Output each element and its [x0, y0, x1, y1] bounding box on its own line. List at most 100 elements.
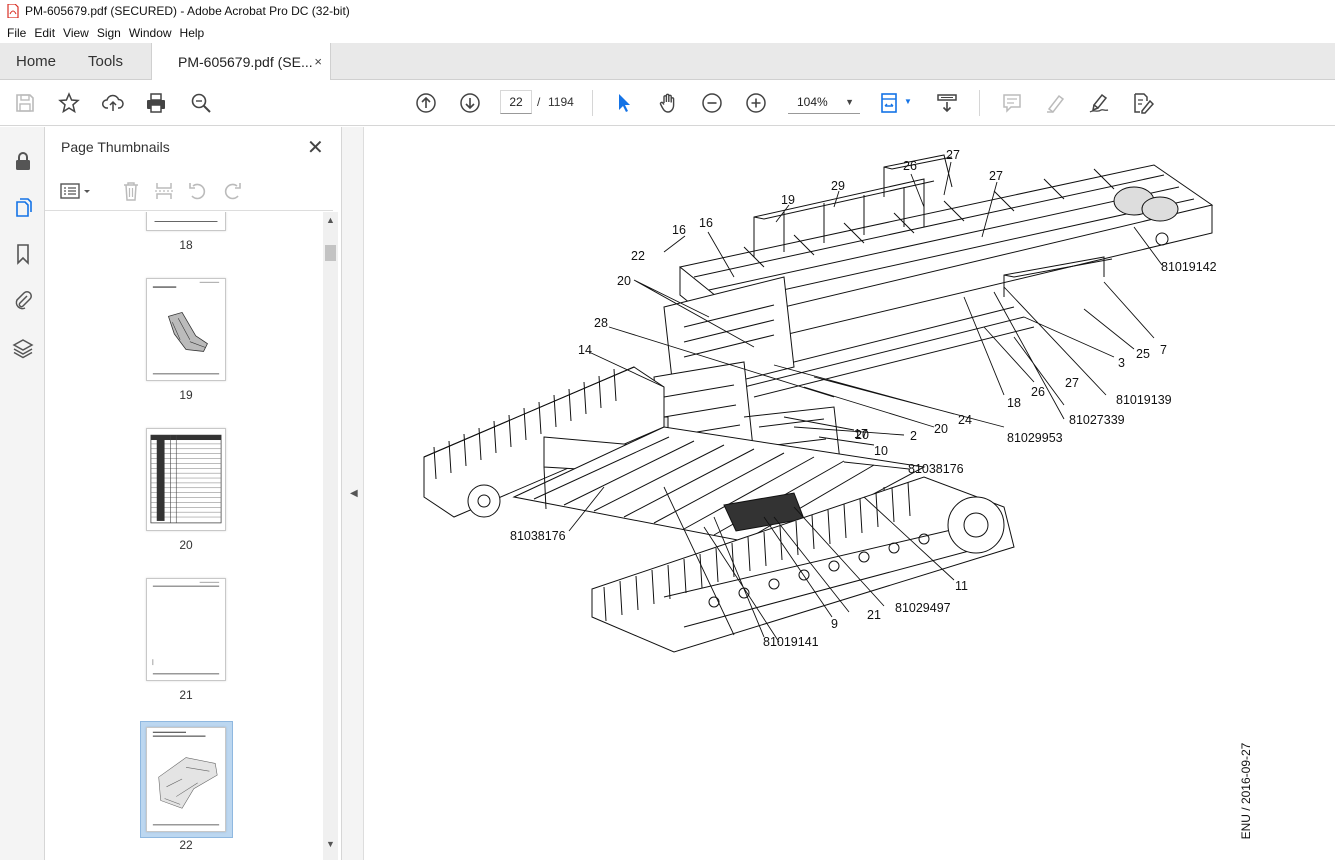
- zoom-search-icon[interactable]: [188, 90, 214, 116]
- hand-icon[interactable]: [655, 90, 681, 116]
- callout-label: 16: [672, 223, 686, 237]
- menu-sign[interactable]: Sign: [96, 25, 121, 40]
- machine-diagram: 26 27 27 29 19 16 16 22 81019142 20 20 2…: [423, 148, 1217, 653]
- callout-label: 81038176: [510, 529, 566, 543]
- main-toolbar: 22 / 1194 104% ▼ ▼: [0, 80, 1335, 126]
- delete-icon[interactable]: [119, 179, 143, 203]
- thumbnail-label: 20: [179, 538, 193, 552]
- scroll-mode-icon[interactable]: [934, 90, 960, 116]
- callout-label: 27: [1065, 376, 1079, 390]
- scrollbar-thumb[interactable]: [325, 245, 336, 261]
- menu-bar: File Edit View Sign Window Help: [0, 22, 1335, 43]
- highlight-icon[interactable]: [1042, 90, 1068, 116]
- callout-label: 26: [1031, 385, 1045, 399]
- boom-structure: [663, 154, 1214, 398]
- callout-label: 18: [1007, 396, 1021, 410]
- callout-label: 27: [946, 148, 960, 162]
- page-down-icon[interactable]: [457, 90, 483, 116]
- edit-pdf-icon[interactable]: [1130, 90, 1156, 116]
- thumbnail-label: 19: [179, 388, 193, 402]
- thumbnail-label: 18: [179, 238, 193, 252]
- menu-view[interactable]: View: [63, 25, 89, 40]
- callout-leaders: [568, 161, 1163, 643]
- collapse-panel-icon[interactable]: ◀: [350, 488, 358, 499]
- thumbnail-label: 22: [179, 838, 193, 852]
- callout-label: 24: [958, 413, 972, 427]
- thumbnail-toolbar: [45, 171, 333, 211]
- total-pages: 1194: [548, 95, 574, 109]
- page-up-icon[interactable]: [413, 90, 439, 116]
- callout-labels: 26 27 27 29 19 16 16 22 81019142 20 20 2…: [510, 148, 1217, 649]
- thumbnails-panel: Page Thumbnails ✕ 18 19: [45, 127, 342, 860]
- zoom-out-icon[interactable]: [699, 90, 725, 116]
- document-view[interactable]: 26 27 27 29 19 16 16 22 81019142 20 20 2…: [364, 127, 1335, 860]
- thumbnail-page-21[interactable]: [146, 578, 226, 681]
- sign-icon[interactable]: [1086, 90, 1112, 116]
- callout-label: 19: [781, 193, 795, 207]
- toolbar-divider: [592, 90, 593, 116]
- callout-label: 81019139: [1116, 393, 1172, 407]
- thumbnail-list: 18 19 20 21 22: [45, 212, 323, 860]
- callout-label: 20: [855, 428, 869, 442]
- page-thumbnails-icon[interactable]: [11, 195, 35, 219]
- print-icon[interactable]: [143, 90, 169, 116]
- callout-label: 26: [903, 159, 917, 173]
- comment-icon[interactable]: [999, 90, 1025, 116]
- layers-icon[interactable]: [11, 336, 35, 360]
- callout-label: 16: [699, 216, 713, 230]
- scroll-up-icon[interactable]: ▲: [326, 215, 335, 225]
- star-icon[interactable]: [56, 90, 82, 116]
- callout-label: 14: [578, 343, 592, 357]
- thumbnail-page-18[interactable]: [146, 212, 226, 231]
- fit-page-icon[interactable]: [876, 90, 902, 116]
- toolbar-divider: [979, 90, 980, 116]
- thumbnail-scrollbar[interactable]: ▲ ▼: [323, 212, 338, 860]
- front-crawler-track: [591, 476, 1015, 653]
- menu-help[interactable]: Help: [179, 25, 205, 40]
- window-title: PM-605679.pdf (SECURED) - Adobe Acrobat …: [25, 4, 350, 18]
- tab-tools[interactable]: Tools: [88, 53, 124, 70]
- thumbnail-page-22[interactable]: [146, 727, 226, 832]
- fit-page-dropdown-icon[interactable]: ▼: [904, 97, 912, 106]
- current-page-input[interactable]: 22: [500, 90, 532, 114]
- thumbnail-label: 21: [179, 688, 193, 702]
- zoom-level-select[interactable]: 104% ▼: [788, 90, 860, 114]
- callout-label: 29: [831, 179, 845, 193]
- callout-label: 81029953: [1007, 431, 1063, 445]
- date-stamp: ENU / 2016-09-27: [1235, 737, 1253, 847]
- tab-document[interactable]: PM-605679.pdf (SE... ×: [151, 43, 331, 81]
- select-arrow-icon[interactable]: [611, 90, 637, 116]
- callout-label: 20: [617, 274, 631, 288]
- options-menu-icon[interactable]: [59, 179, 95, 203]
- close-icon[interactable]: ✕: [307, 137, 324, 159]
- thumbnail-page-19[interactable]: [146, 278, 226, 381]
- callout-label: 10: [874, 444, 888, 458]
- panel-splitter[interactable]: ◀: [342, 127, 364, 860]
- tab-bar: Home Tools PM-605679.pdf (SE... ×: [0, 43, 1335, 81]
- zoom-in-icon[interactable]: [743, 90, 769, 116]
- tab-close-icon[interactable]: ×: [314, 54, 322, 69]
- rotate-right-icon[interactable]: [220, 179, 244, 203]
- menu-edit[interactable]: Edit: [34, 25, 56, 40]
- rotate-left-icon[interactable]: [186, 179, 210, 203]
- tab-document-label: PM-605679.pdf (SE...: [178, 54, 313, 70]
- callout-label: 81019141: [763, 635, 819, 649]
- callout-label: 81038176: [908, 462, 964, 476]
- tab-home[interactable]: Home: [16, 53, 57, 70]
- extract-icon[interactable]: [152, 179, 176, 203]
- scroll-down-icon[interactable]: ▼: [326, 839, 335, 849]
- thumbnail-page-20[interactable]: [146, 428, 226, 531]
- menu-file[interactable]: File: [7, 25, 27, 40]
- bookmark-icon[interactable]: [11, 242, 35, 266]
- menu-window[interactable]: Window: [128, 25, 172, 40]
- callout-label: 9: [831, 617, 838, 631]
- title-bar: PM-605679.pdf (SECURED) - Adobe Acrobat …: [0, 0, 1335, 22]
- navigation-rail: [0, 127, 45, 860]
- upload-icon[interactable]: [100, 90, 126, 116]
- lock-icon[interactable]: [11, 149, 35, 173]
- save-icon[interactable]: [12, 90, 38, 116]
- callout-label: 2: [910, 429, 917, 443]
- attachment-icon[interactable]: [11, 288, 35, 312]
- chevron-down-icon: ▼: [845, 97, 854, 107]
- zoom-level-value: 104%: [797, 95, 828, 109]
